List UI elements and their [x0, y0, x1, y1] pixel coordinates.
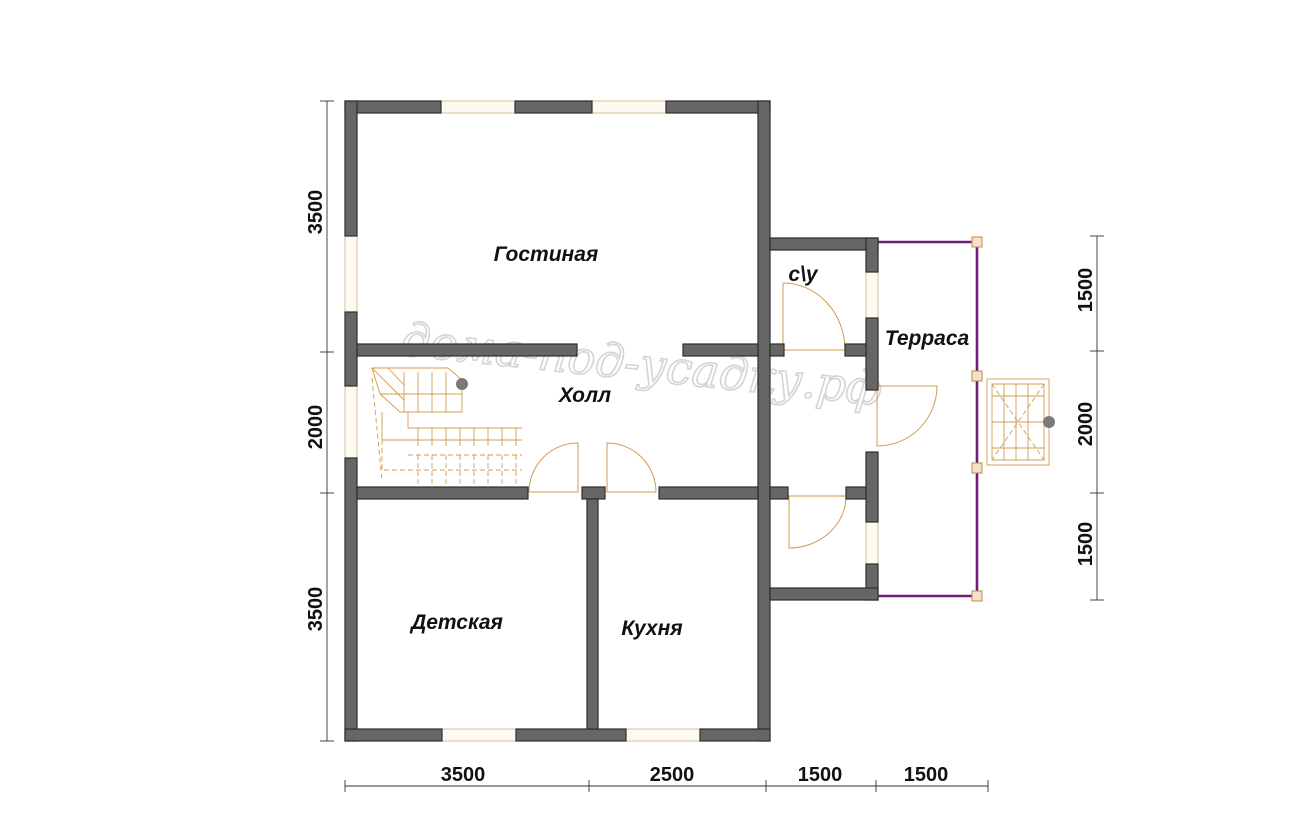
door-terrace [876, 385, 938, 447]
steps-newel-icon [1043, 416, 1055, 428]
wall [356, 486, 529, 500]
staircase [371, 367, 522, 485]
terrace-railing [878, 236, 983, 602]
wall [514, 100, 593, 114]
dim-left-bottom: 3500 [305, 587, 327, 632]
wall [682, 343, 759, 357]
room-label-kitchen: Кухня [621, 617, 682, 640]
wall [344, 311, 358, 387]
wall [769, 237, 879, 251]
wall [515, 728, 627, 742]
dim-bottom-4: 1500 [904, 764, 949, 786]
window-kids-bottom [440, 728, 518, 742]
wall [581, 486, 606, 500]
room-labels: Гостиная с\у Терраса Холл Детская Кухня [409, 243, 969, 640]
window-kitchen-bottom [624, 728, 702, 742]
steps-treads [991, 383, 1045, 461]
wall [699, 728, 771, 742]
window-hall-left [344, 384, 358, 461]
wall [865, 237, 879, 273]
dim-bottom-1: 3500 [441, 764, 486, 786]
door-wc [782, 282, 846, 351]
wall [665, 100, 771, 114]
dim-right-middle: 2000 [1075, 402, 1097, 447]
wall [769, 343, 785, 357]
stair-landing [381, 412, 522, 441]
wall [769, 486, 789, 500]
window-wc-right [865, 269, 879, 321]
room-label-living: Гостиная [494, 243, 599, 266]
dimension-labels: 3500 2000 3500 1500 2000 1500 3500 2500 … [305, 190, 1097, 786]
terrace-post [971, 590, 983, 602]
dim-left-top: 3500 [305, 190, 327, 235]
terrace-post [971, 370, 983, 382]
terrace-post [971, 462, 983, 474]
dimension-lines [320, 100, 1104, 792]
stair-flight-upper [371, 367, 463, 413]
windows [344, 100, 879, 742]
wall [757, 100, 771, 742]
dim-right-bottom: 1500 [1075, 522, 1097, 567]
wall [344, 457, 358, 742]
stair-newel-icon [456, 378, 468, 390]
dim-right-top: 1500 [1075, 268, 1097, 313]
dim-bottom-3: 1500 [798, 764, 843, 786]
dim-left-middle: 2000 [305, 405, 327, 450]
room-label-terrace: Терраса [885, 327, 970, 350]
window-living-top-1 [439, 100, 517, 114]
steps-hidden [991, 383, 1045, 461]
stair-treads-lower [417, 428, 517, 446]
wall [769, 587, 879, 601]
wall [865, 317, 879, 391]
terrace-steps [986, 378, 1055, 466]
wall [845, 486, 867, 500]
window-living-left [344, 234, 358, 316]
door-vestibule [788, 495, 847, 549]
door-kitchen [606, 442, 657, 493]
window-vestibule-right [865, 519, 879, 566]
wall [844, 343, 867, 357]
wall [658, 486, 759, 500]
stair-hidden-lower [371, 377, 522, 485]
wall [586, 498, 599, 730]
terrace-post [971, 236, 983, 248]
room-label-hall: Холл [558, 384, 611, 407]
wall [356, 343, 578, 357]
room-label-kids: Детская [409, 611, 503, 634]
wall [344, 100, 358, 237]
stair-treads-upper [371, 367, 462, 412]
dim-bottom-2: 2500 [650, 764, 695, 786]
window-living-top-2 [590, 100, 668, 114]
wall [865, 451, 879, 523]
watermark: дома-под-усадку.рф [398, 311, 886, 417]
room-label-wc: с\у [788, 263, 819, 286]
watermark-text: дома-под-усадку.рф [399, 312, 885, 416]
wall [344, 100, 442, 114]
wall [344, 728, 443, 742]
walls [344, 100, 879, 742]
door-kids [528, 442, 579, 493]
